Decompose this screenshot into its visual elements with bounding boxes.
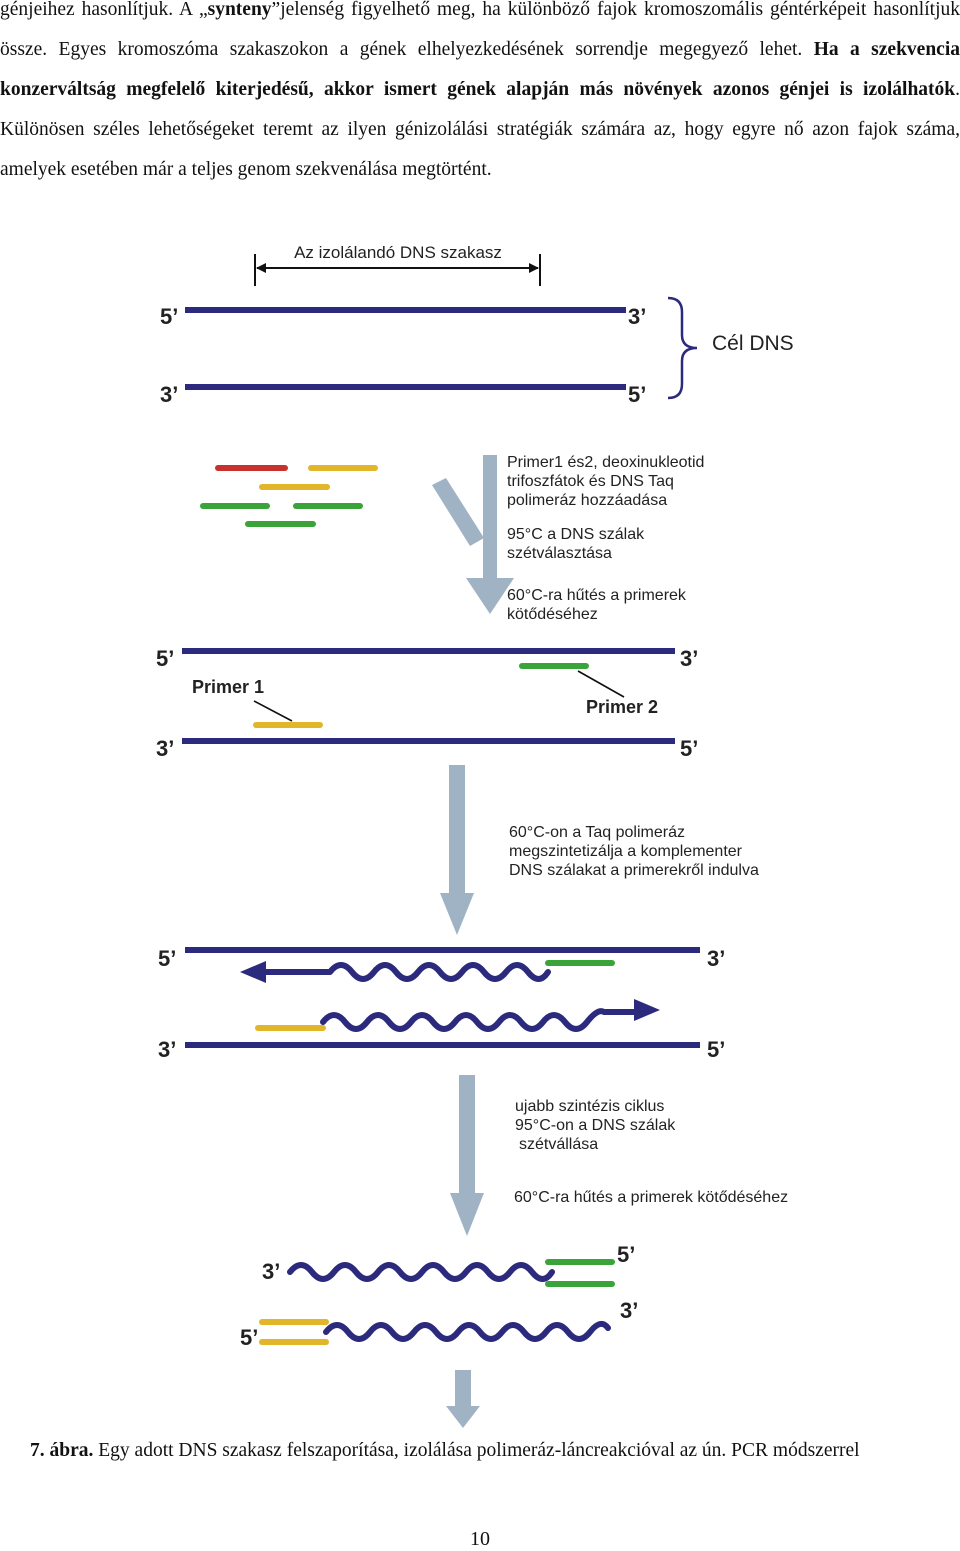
extension-stage: 5’ 3’ 3’ 5’	[158, 946, 725, 1062]
paragraph-bold-sentence: Ha a szekvencia konzerváltság megfelelő …	[0, 39, 960, 100]
step2-line: szétválasztása	[507, 545, 612, 562]
label-3p: 3’	[156, 736, 174, 761]
label-5p: 5’	[158, 946, 176, 971]
primer2-label: Primer 2	[586, 697, 658, 717]
step4-line: 60°C-on a Taq polimeráz	[509, 824, 685, 841]
label-3p: 3’	[707, 946, 725, 971]
primer-pool	[200, 465, 378, 527]
label-5p: 5’	[156, 646, 174, 671]
target-dna: 5’ 3’ 3’ 5’ Cél DNS	[160, 296, 794, 407]
caption-label: 7. ábra.	[30, 1440, 94, 1461]
steps-5-6: ujabb szintézis ciklus 95°C-on a DNS szá…	[514, 1098, 788, 1206]
wavy-strand	[323, 1320, 611, 1342]
down-arrow	[440, 765, 474, 935]
label-5p: 5’	[617, 1242, 635, 1267]
label-3p: 3’	[160, 382, 178, 407]
step1-line: Primer1 és2, deoxinukleotid	[507, 454, 704, 471]
caption-text: Egy adott DNS szakasz felszaporítása, iz…	[93, 1440, 860, 1461]
paragraph-text-a: génjeihez hasonlítjuk. A „	[0, 0, 208, 20]
label-5p: 5’	[707, 1037, 725, 1062]
label-3p: 3’	[628, 304, 646, 329]
annealing-stage: 5’ 3’ 3’ 5’ Primer 1 Primer 2	[156, 646, 698, 761]
paragraph-text-b: ”jelenség figyelhető meg, ha különböző f…	[0, 0, 960, 60]
label-5p: 5’	[680, 736, 698, 761]
step3-line: kötődéséhez	[507, 606, 598, 623]
label-3p: 3’	[620, 1298, 638, 1323]
steps-1-3: Primer1 és2, deoxinukleotid trifoszfátok…	[507, 454, 704, 623]
body-paragraph: génjeihez hasonlítjuk. A „synteny”jelens…	[0, 0, 960, 190]
down-arrow	[446, 1370, 480, 1428]
merge-arrow	[432, 455, 514, 614]
new-cycle-stage: 3’ 5’ 5’ 3’	[240, 1242, 638, 1350]
step5-line: 95°C-on a DNS szálak	[515, 1117, 676, 1134]
brace	[667, 296, 698, 400]
step3-line: 60°C-ra hűtés a primerek	[507, 587, 687, 604]
region-indicator: Az izolálandó DNS szakasz	[254, 243, 541, 286]
figure-caption: 7. ábra. Egy adott DNS szakasz felszapor…	[30, 1440, 860, 1462]
down-arrow	[450, 1075, 484, 1236]
step1-line: polimeráz hozzáadása	[507, 492, 667, 509]
label-3p: 3’	[158, 1037, 176, 1062]
target-label: Cél DNS	[712, 332, 794, 355]
wavy-strand	[287, 1262, 555, 1282]
label-5p: 5’	[240, 1325, 258, 1350]
step2-line: 95°C a DNS szálak	[507, 526, 645, 543]
step-4: 60°C-on a Taq polimeráz megszintetizálja…	[509, 824, 759, 879]
label-5p: 5’	[160, 304, 178, 329]
step5-line: ujabb szintézis ciklus	[515, 1098, 664, 1115]
step4-line: DNS szálakat a primerekről indulva	[509, 862, 759, 879]
step4-line: megszintetizálja a komplementer	[509, 843, 743, 860]
label-5p: 5’	[628, 382, 646, 407]
label-3p: 3’	[262, 1259, 280, 1284]
paragraph-synteny: synteny	[207, 0, 272, 20]
step1-line: trifoszfátok és DNS Taq	[507, 473, 674, 490]
paragraph-text-c: . Különösen széles lehetőségeket teremt …	[0, 79, 960, 180]
page-number: 10	[470, 1528, 490, 1550]
region-label: Az izolálandó DNS szakasz	[294, 243, 502, 262]
step6-line: 60°C-ra hűtés a primerek kötődéséhez	[514, 1189, 788, 1206]
wavy-strand	[320, 1008, 607, 1032]
step5-line: szétvállása	[519, 1136, 598, 1153]
wavy-strand	[327, 962, 551, 982]
primer1-label: Primer 1	[192, 677, 264, 697]
label-3p: 3’	[680, 646, 698, 671]
